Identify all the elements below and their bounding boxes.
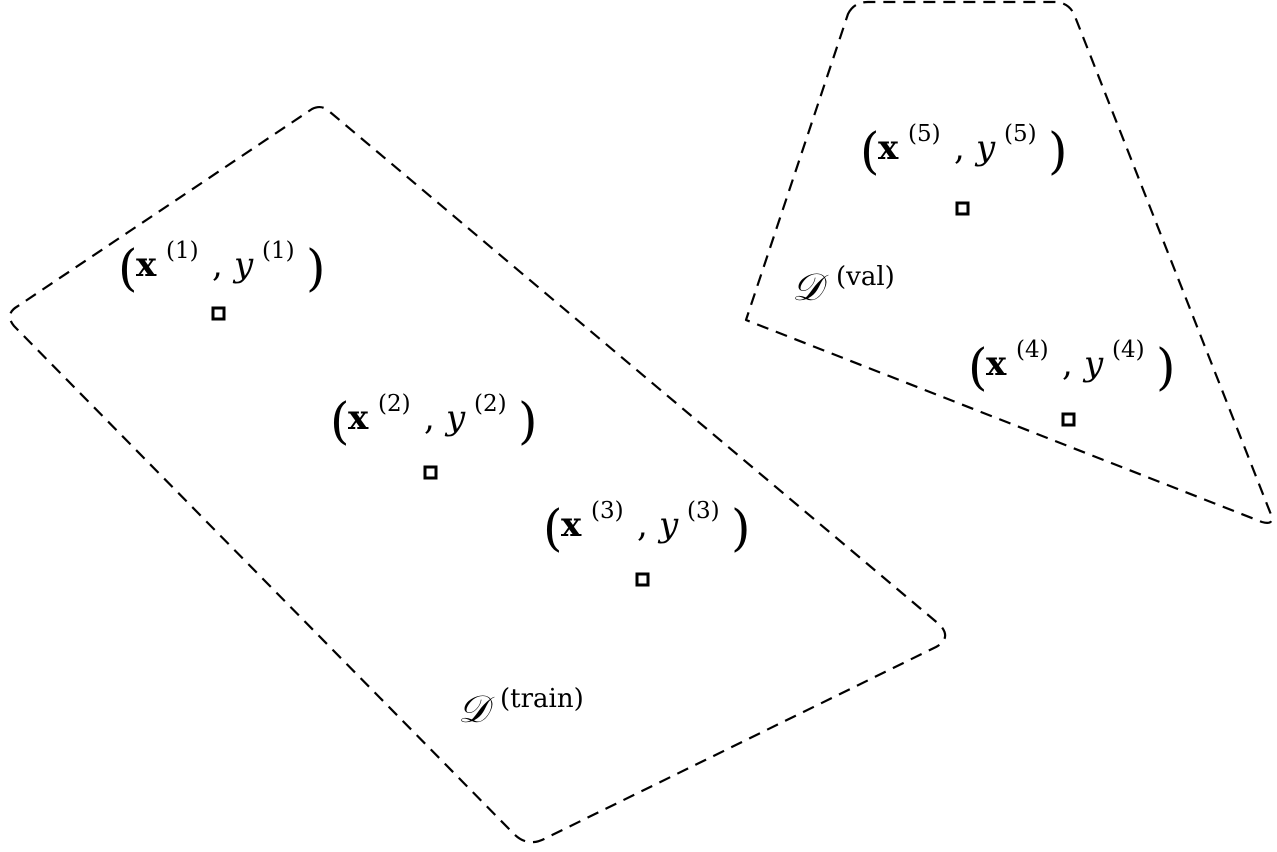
svg-text:): ) (306, 239, 326, 297)
svg-text:(3): (3) (687, 498, 720, 524)
svg-text:(: ( (118, 239, 138, 297)
svg-text:y: y (1082, 344, 1104, 384)
svg-text:(: ( (968, 338, 988, 396)
svg-text:(1): (1) (166, 238, 199, 264)
svg-text:): ) (518, 392, 538, 450)
point-1-marker (211, 306, 226, 321)
svg-text:x: x (561, 505, 582, 545)
svg-text:x: x (348, 398, 369, 438)
svg-text:,: , (212, 245, 223, 285)
svg-text:(2): (2) (474, 391, 507, 417)
val-set-label: 𝒟 (val) (792, 262, 895, 309)
svg-text:(: ( (860, 122, 880, 180)
svg-text:(3): (3) (591, 498, 624, 524)
svg-text:): ) (1156, 338, 1176, 396)
svg-text:(train): (train) (500, 684, 584, 714)
svg-text:𝒟: 𝒟 (458, 687, 495, 731)
svg-text:,: , (1062, 344, 1073, 384)
svg-text:(5): (5) (908, 121, 941, 147)
point-4-label: ( x (4) , y (4) ) (968, 337, 1176, 396)
svg-text:x: x (986, 344, 1007, 384)
point-5-label: ( x (5) , y (5) ) (860, 121, 1068, 180)
svg-text:(5): (5) (1004, 121, 1037, 147)
svg-text:y: y (232, 245, 254, 285)
point-2-label: ( x (2) , y (2) ) (330, 391, 538, 450)
point-1-label: ( x (1) , y (1) ) (118, 238, 326, 297)
point-5-marker (955, 201, 970, 216)
svg-text:(2): (2) (378, 391, 411, 417)
point-4-marker (1061, 412, 1076, 427)
svg-text:): ) (731, 499, 751, 557)
svg-text:): ) (1048, 122, 1068, 180)
svg-text:(4): (4) (1016, 337, 1049, 363)
train-set-label: 𝒟 (train) (458, 684, 584, 731)
svg-text:(: ( (543, 499, 563, 557)
svg-text:x: x (878, 128, 899, 168)
point-3-marker (635, 572, 650, 587)
svg-text:,: , (637, 505, 648, 545)
svg-text:y: y (657, 505, 679, 545)
point-2-marker (423, 465, 438, 480)
svg-text:(4): (4) (1112, 337, 1145, 363)
svg-text:,: , (424, 398, 435, 438)
svg-text:x: x (136, 245, 157, 285)
val-set-region (744, 0, 1273, 524)
svg-text:(val): (val) (836, 262, 895, 292)
train-set-region (8, 105, 947, 844)
svg-text:𝒟: 𝒟 (792, 265, 829, 309)
svg-text:y: y (444, 398, 466, 438)
svg-text:,: , (954, 128, 965, 168)
svg-text:(1): (1) (262, 238, 295, 264)
svg-text:y: y (974, 128, 996, 168)
svg-text:(: ( (330, 392, 350, 450)
point-3-label: ( x (3) , y (3) ) (543, 498, 751, 557)
